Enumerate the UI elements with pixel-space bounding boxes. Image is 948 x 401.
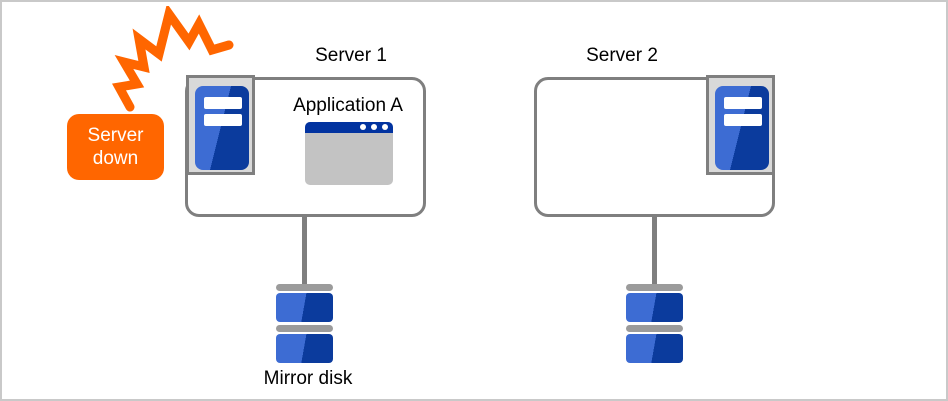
server-tower-icon — [715, 86, 769, 170]
server1-title: Server 1 — [315, 45, 387, 66]
disk-platter — [626, 334, 683, 363]
disk-cap — [276, 325, 333, 332]
tower-slot-top — [204, 97, 242, 109]
server-tower-icon — [195, 86, 249, 170]
mirror-disk-label: Mirror disk — [263, 368, 353, 389]
server2-disk-connector — [652, 216, 657, 286]
server-down-badge-line2: down — [92, 148, 139, 169]
disk-platter — [276, 334, 333, 363]
disk-platter — [276, 293, 333, 322]
server1-icon-panel — [186, 75, 255, 175]
application-label: Application A — [293, 95, 403, 116]
server2-icon-panel — [706, 75, 775, 175]
server-down-badge-line1: Server — [87, 125, 144, 146]
server2-title: Server 2 — [586, 45, 658, 66]
window-titlebar — [305, 122, 393, 133]
mirror-disk-icon-server2 — [626, 284, 683, 363]
server-down-badge: Server down — [67, 114, 164, 180]
window-titlebar-dot — [371, 124, 377, 130]
tower-slot-top — [724, 97, 762, 109]
tower-slot-bottom — [724, 114, 762, 126]
mirror-disk-icon-server1 — [276, 284, 333, 363]
disk-cap — [626, 284, 683, 291]
application-window-icon — [305, 122, 393, 185]
window-titlebar-dot — [382, 124, 388, 130]
tower-slot-bottom — [204, 114, 242, 126]
window-titlebar-dot — [360, 124, 366, 130]
disk-platter — [626, 293, 683, 322]
crash-burst-icon — [111, 6, 234, 112]
disk-cap — [626, 325, 683, 332]
server1-disk-connector — [302, 216, 307, 286]
disk-cap — [276, 284, 333, 291]
